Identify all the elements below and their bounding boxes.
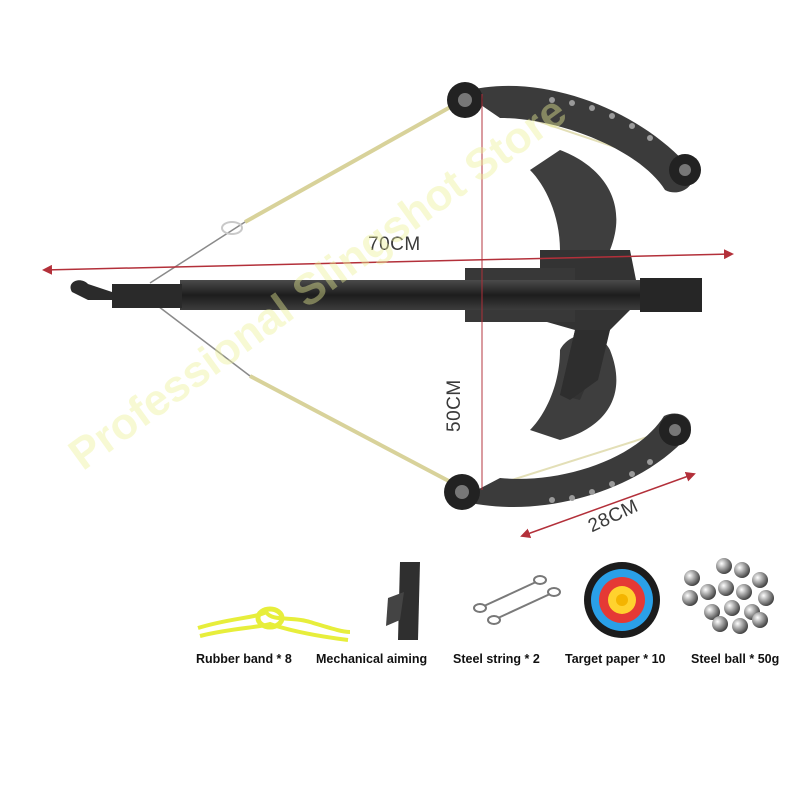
steel-string-icon — [473, 575, 561, 625]
limb-dimension-arrow — [520, 472, 696, 538]
width-dimension-arrow — [42, 249, 734, 275]
dimension-arrows — [42, 94, 734, 538]
target-paper-label: Target paper * 10 — [565, 652, 666, 666]
mechanical-aiming-label: Mechanical aiming — [316, 652, 428, 666]
rubber-band-label: Rubber band * 8 — [196, 652, 292, 666]
steel-ball-label: Steel ball * 50g — [691, 652, 780, 666]
target-icon — [584, 562, 660, 638]
upper-limb — [462, 85, 693, 265]
mechanical-sight-icon — [386, 562, 420, 640]
steel-string-label: Steel string * 2 — [453, 652, 540, 666]
cam-wheels — [444, 82, 701, 510]
width-dimension-label: 70CM — [368, 234, 421, 255]
steel-ball-icon — [682, 558, 774, 634]
rubber-band-icon — [197, 606, 351, 642]
height-dimension-label: 50CM — [444, 379, 465, 432]
